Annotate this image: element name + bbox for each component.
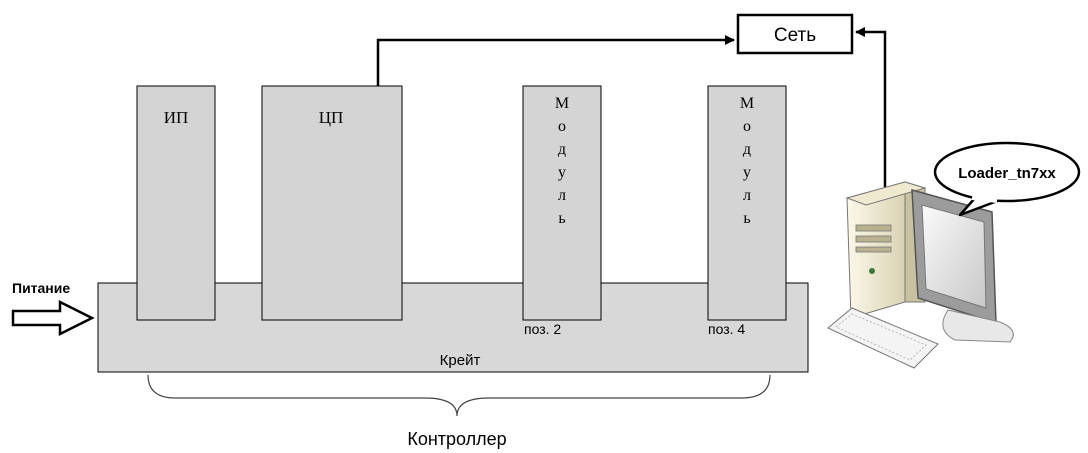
module-cpu: ЦП — [261, 85, 403, 321]
module-pos-4-position: поз. 4 — [708, 321, 745, 337]
arrow-right-icon — [11, 299, 95, 337]
crate: Крейт — [97, 282, 809, 373]
crate-label: Крейт — [440, 352, 481, 369]
module-ip-label: ИП — [164, 108, 189, 127]
network-label: Сеть — [774, 25, 816, 46]
power-input: Питание — [11, 280, 95, 337]
module-pos-2-position: поз. 2 — [524, 321, 561, 337]
power-label: Питание — [12, 280, 70, 296]
network-box: Сеть — [736, 13, 854, 55]
module-cpu-label: ЦП — [319, 108, 344, 127]
cpu-network-connection — [376, 35, 735, 86]
controller-label: Контроллер — [407, 429, 506, 449]
speech-bubble-icon: Loader_tn7xx — [933, 141, 1081, 217]
controller-brace: Контроллер — [147, 374, 771, 449]
pc-network-connection — [855, 27, 887, 195]
computer-icon — [827, 181, 1014, 369]
pc-software-label: Loader_tn7xx — [958, 165, 1056, 182]
module-ip: ИП — [136, 85, 216, 321]
